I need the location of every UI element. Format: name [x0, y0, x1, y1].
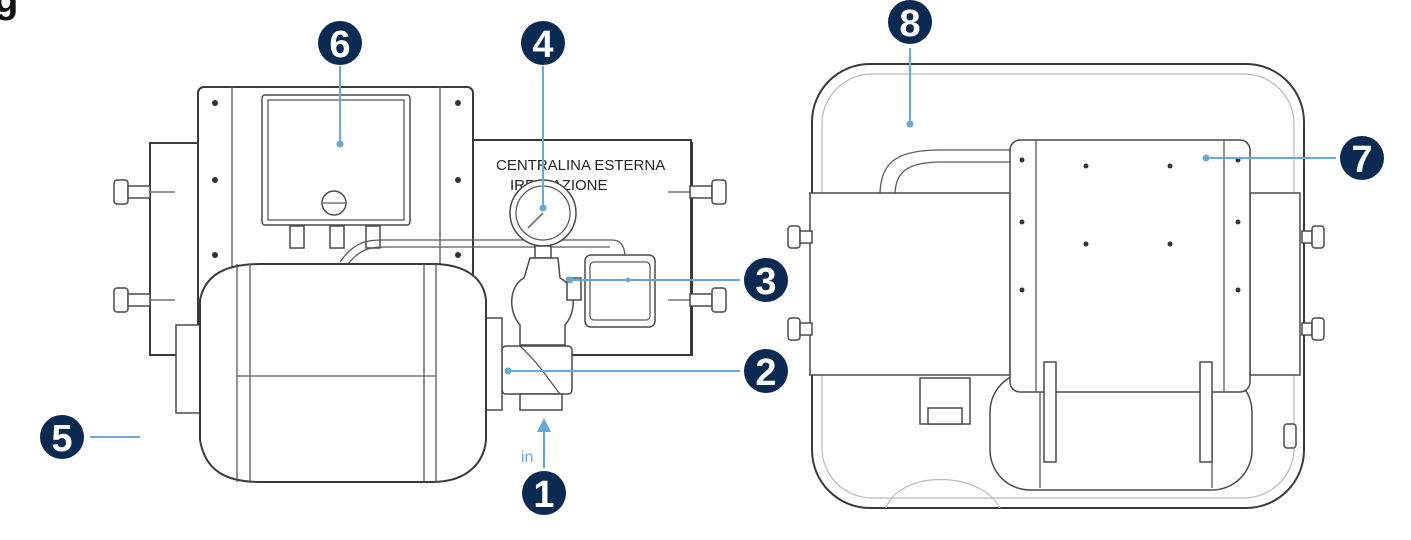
left-side-plate	[809, 192, 1011, 376]
back-plate	[1009, 139, 1251, 393]
corner-letter: g	[0, 0, 18, 21]
svg-text:1: 1	[533, 474, 554, 516]
housing-knob-bottom-right	[1301, 317, 1325, 341]
bracket-knob-bottom-right	[668, 287, 727, 313]
callout-badge-5: 5	[40, 415, 84, 460]
callout-badge-4: 4	[521, 21, 565, 66]
strap-right	[1199, 361, 1213, 463]
housing-knob-top-right	[1301, 225, 1325, 249]
callout-badge-3: 3	[744, 258, 788, 303]
housing-knob-top-left	[787, 225, 813, 249]
inlet-label: in	[521, 449, 533, 466]
panel-label-line1: CENTRALINA ESTERNA	[496, 157, 665, 174]
callout-badge-2: 2	[744, 349, 788, 394]
callout-badge-1: 1	[522, 471, 566, 516]
strap-left	[1043, 361, 1057, 463]
control-box	[261, 94, 411, 226]
svg-text:5: 5	[51, 418, 72, 460]
right-side-plate	[1249, 192, 1301, 376]
callout-badge-6: 6	[318, 21, 362, 66]
left-bracket	[149, 142, 206, 356]
callout-badge-7: 7	[1340, 136, 1384, 181]
callout-badge-8: 8	[888, 0, 932, 45]
bracket-knob-bottom-left	[113, 287, 175, 313]
bracket-knob-top-left	[113, 179, 175, 205]
svg-text:2: 2	[755, 352, 776, 394]
svg-text:7: 7	[1351, 139, 1372, 181]
tank-left-cap	[175, 324, 203, 414]
svg-text:8: 8	[899, 3, 920, 45]
left-view-front: CENTRALINA ESTERNA IRRIGAZIONE	[113, 86, 727, 483]
housing-knob-bottom-left	[787, 317, 813, 341]
pressure-tank	[199, 263, 487, 483]
callout-leaders	[90, 48, 1336, 438]
electronic-module	[584, 254, 656, 328]
right-view-enclosure	[787, 63, 1325, 509]
svg-text:3: 3	[755, 261, 776, 303]
svg-text:6: 6	[329, 24, 350, 66]
svg-text:4: 4	[532, 24, 553, 66]
bracket-knob-top-right	[668, 179, 727, 205]
